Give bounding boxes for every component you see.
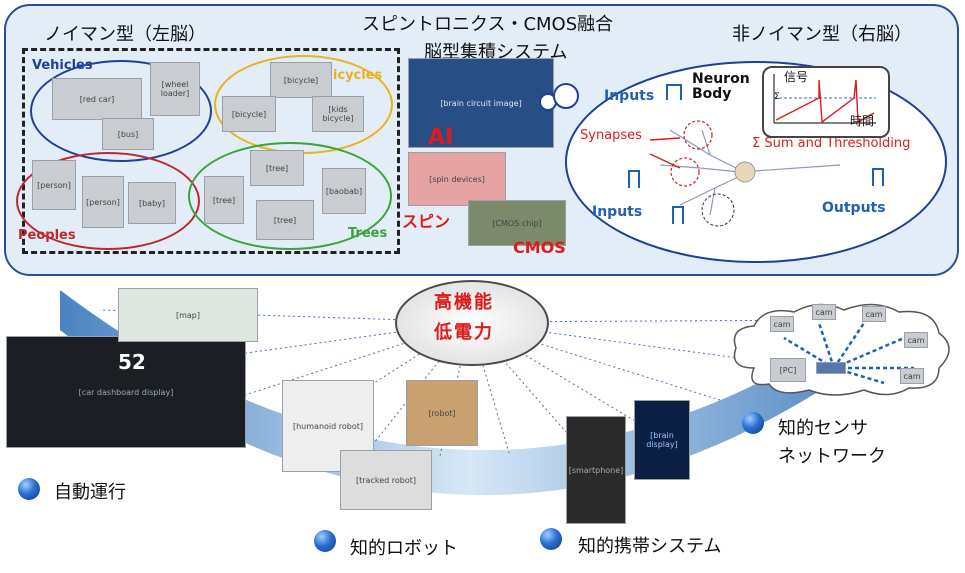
spin-label: スピン <box>402 212 451 231</box>
sensor-cloud <box>733 303 950 396</box>
bullet-icon-4 <box>742 412 764 434</box>
car-dashboard-image: [car dashboard display] <box>6 336 246 448</box>
camera-image-3: cam <box>862 306 886 322</box>
high-function-label: 高機能 <box>434 292 494 313</box>
bullet-icon-3 <box>540 528 562 550</box>
laptop-image: [PC] <box>770 358 806 382</box>
signal-label: 信号 <box>784 70 809 84</box>
low-power-label: 低電力 <box>434 322 494 343</box>
sigma-axis-label: Σ <box>774 92 780 102</box>
vehicles-label: Vehicles <box>32 58 93 73</box>
smartphone-image: [smartphone] <box>566 416 626 524</box>
car-photo: [red car] <box>52 78 142 120</box>
loader-photo: [wheel loader] <box>150 62 200 116</box>
ai-brain-image: [brain circuit image] <box>408 58 554 148</box>
peoples-label: Peoples <box>18 228 76 243</box>
classification-box <box>22 48 400 254</box>
bicycle-photo-2: [bicycle] <box>222 96 276 132</box>
performance-ellipse <box>395 280 549 366</box>
right-brain-title: 非ノイマン型（右脳） <box>732 24 912 45</box>
pulse-icon-2 <box>628 170 640 188</box>
dashboard-speed: 52 <box>118 350 146 374</box>
neuron-drawing <box>649 120 841 227</box>
baby-photo: [baby] <box>128 182 176 224</box>
bus-photo: [bus] <box>102 118 154 150</box>
synapses-label: Synapses <box>580 128 642 143</box>
inputs-bottom-label: Inputs <box>592 204 643 220</box>
camera-image-5: cam <box>900 368 924 384</box>
camera-image-2: cam <box>812 304 836 320</box>
sensor-label-line2: ネットワーク <box>778 446 886 467</box>
bicycles-label: Bicycles <box>323 68 383 83</box>
center-title-line1: スピントロニクス・CMOS融合 <box>362 14 614 35</box>
tracked-robot-image: [tracked robot] <box>340 450 432 510</box>
bicycle-photo-1: [bicycle] <box>270 62 332 98</box>
auto-driving-label: 自動運行 <box>54 482 126 503</box>
trees-label: Trees <box>348 226 388 241</box>
sensor-label-line1: 知的センサ <box>778 418 868 439</box>
wall-e-robot-image: [robot] <box>406 380 478 446</box>
bicycle-photo-3: [kids bicycle] <box>312 96 364 132</box>
signal-chart <box>773 74 876 124</box>
signal-chart-frame <box>762 66 890 138</box>
mobile-label: 知的携帯システム <box>578 536 722 557</box>
left-brain-title: ノイマン型（左脳） <box>44 24 206 45</box>
camera-image-4: cam <box>904 332 928 348</box>
pulse-icon-4 <box>872 168 884 186</box>
sum-threshold-label: Σ Sum and Thresholding <box>752 136 911 151</box>
brain-phone-image: [brain display] <box>634 400 690 480</box>
neuron-body-label: Neuron Body <box>692 71 750 102</box>
spin-devices-image: [spin devices] <box>408 152 506 206</box>
router-image <box>816 362 846 374</box>
robot-label: 知的ロボット <box>350 538 458 559</box>
trees-ellipse <box>188 142 392 250</box>
tree-photo-2: [tree] <box>204 176 244 224</box>
tree-photo-4: [baobab] <box>322 168 366 214</box>
cmos-chip-image: [CMOS chip] <box>468 200 566 246</box>
center-title-line2: 脳型集積システム <box>424 42 568 63</box>
inputs-top-label: Inputs <box>604 88 655 104</box>
map-image: [map] <box>118 288 258 342</box>
person-photo-2: [person] <box>82 176 124 228</box>
time-label: 時間 <box>850 114 875 128</box>
outputs-label: Outputs <box>822 200 886 216</box>
bullet-icon-2 <box>314 530 336 552</box>
pulse-icon-3 <box>672 206 684 224</box>
tree-photo-1: [tree] <box>250 150 304 186</box>
cmos-label: CMOS <box>513 238 566 257</box>
tree-photo-3: [tree] <box>256 200 314 240</box>
pulse-icon-1 <box>666 84 682 100</box>
bullet-icon-1 <box>18 478 40 500</box>
camera-image-1: cam <box>770 316 794 332</box>
person-photo-1: [person] <box>32 160 76 210</box>
ai-label: AI <box>428 125 454 150</box>
